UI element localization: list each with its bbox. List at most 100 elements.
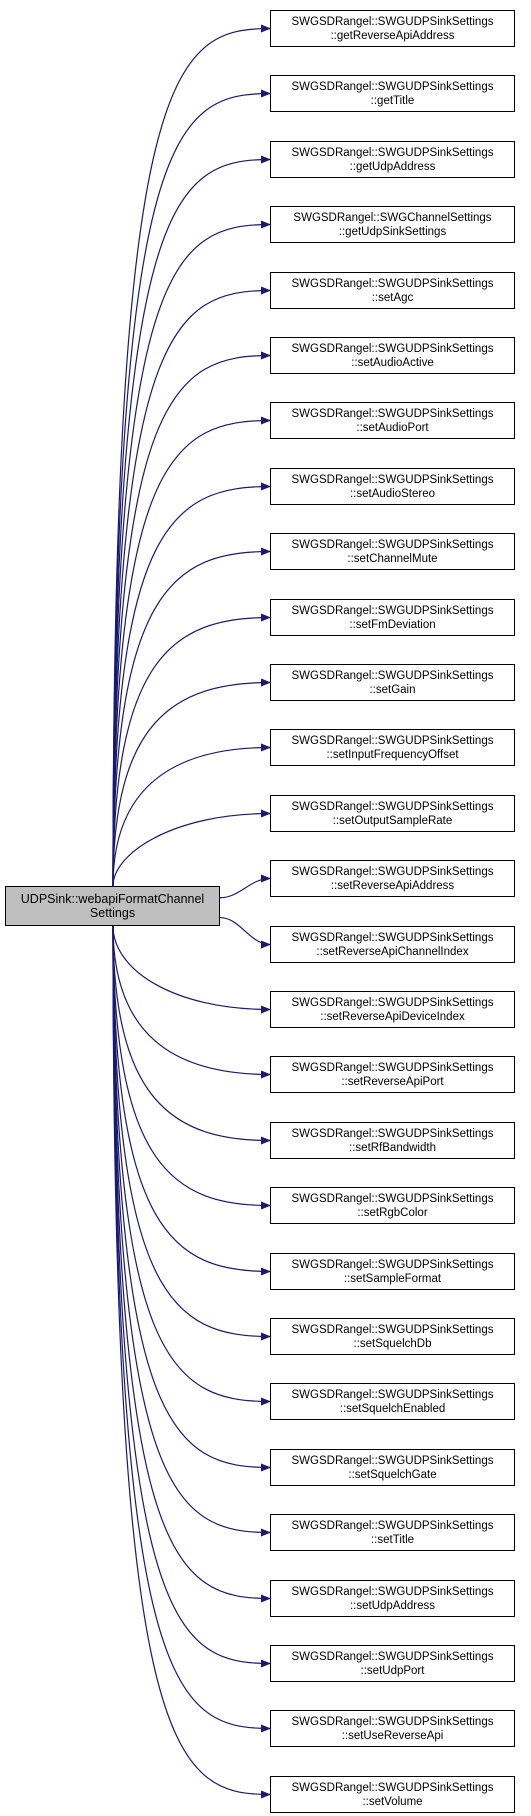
callee-node-label-line1: SWGSDRangel::SWGUDPSinkSettings bbox=[291, 277, 494, 290]
callee-node-label-line1: SWGSDRangel::SWGUDPSinkSettings bbox=[291, 1715, 494, 1728]
callee-node-label-line2: ::setSquelchEnabled bbox=[339, 1402, 446, 1415]
callee-node[interactable]: SWGSDRangel::SWGUDPSinkSettings::setGain bbox=[270, 664, 515, 701]
callee-node-label-line1: SWGSDRangel::SWGUDPSinkSettings bbox=[291, 473, 494, 486]
callee-node[interactable]: SWGSDRangel::SWGUDPSinkSettings::setUdpA… bbox=[270, 1580, 515, 1617]
call-edge bbox=[112, 925, 271, 1210]
call-edge bbox=[219, 874, 271, 899]
callee-node-label-line2: ::setInputFrequencyOffset bbox=[326, 748, 459, 761]
callee-node-label-line2: ::setAudioStereo bbox=[349, 487, 436, 500]
call-edge bbox=[112, 351, 271, 887]
call-edge bbox=[112, 547, 271, 887]
root-node-label-line1: UDPSink::webapiFormatChannel bbox=[20, 892, 205, 906]
call-edge bbox=[112, 925, 271, 1406]
callee-node[interactable]: SWGSDRangel::SWGUDPSinkSettings::setSamp… bbox=[270, 1253, 515, 1290]
callee-node-label-line2: ::setAgc bbox=[371, 291, 414, 304]
callee-node[interactable]: SWGSDRangel::SWGChannelSettings::getUdpS… bbox=[270, 206, 515, 243]
call-edge bbox=[112, 155, 271, 887]
callee-node-label-line1: SWGSDRangel::SWGChannelSettings bbox=[293, 211, 492, 224]
callee-node-label-line2: ::getUdpAddress bbox=[349, 160, 436, 173]
callee-node-label-line2: ::setReverseApiAddress bbox=[330, 879, 455, 892]
callee-node-label-line1: SWGSDRangel::SWGUDPSinkSettings bbox=[291, 669, 494, 682]
callee-node-label-line2: ::setUseReverseApi bbox=[341, 1729, 444, 1742]
callee-node[interactable]: SWGSDRangel::SWGUDPSinkSettings::setOutp… bbox=[270, 795, 515, 832]
callee-node[interactable]: SWGSDRangel::SWGUDPSinkSettings::setFmDe… bbox=[270, 599, 515, 636]
call-edge bbox=[112, 925, 271, 1014]
callee-node[interactable]: SWGSDRangel::SWGUDPSinkSettings::setReve… bbox=[270, 1056, 515, 1093]
callee-node[interactable]: SWGSDRangel::SWGUDPSinkSettings::setRgbC… bbox=[270, 1187, 515, 1224]
callee-node[interactable]: SWGSDRangel::SWGUDPSinkSettings::setInpu… bbox=[270, 729, 515, 766]
callee-node[interactable]: SWGSDRangel::SWGUDPSinkSettings::getReve… bbox=[270, 10, 515, 47]
callee-node[interactable]: SWGSDRangel::SWGUDPSinkSettings::setReve… bbox=[270, 860, 515, 897]
call-edge bbox=[112, 925, 271, 1733]
callee-node-label-line2: ::setRgbColor bbox=[357, 1206, 428, 1219]
call-edge bbox=[112, 678, 271, 887]
callee-node-label-line2: ::setVolume bbox=[362, 1795, 423, 1808]
call-edge bbox=[112, 613, 271, 887]
callee-node-label-line1: SWGSDRangel::SWGUDPSinkSettings bbox=[291, 1258, 494, 1271]
call-edge bbox=[112, 925, 271, 1537]
call-edge bbox=[112, 925, 271, 1341]
call-edge bbox=[112, 286, 271, 887]
callee-node-label-line2: ::setRfBandwidth bbox=[349, 1141, 436, 1154]
callee-node-label-line1: SWGSDRangel::SWGUDPSinkSettings bbox=[291, 800, 494, 813]
callee-node-label-line1: SWGSDRangel::SWGUDPSinkSettings bbox=[291, 15, 494, 28]
callee-node[interactable]: SWGSDRangel::SWGUDPSinkSettings::setSque… bbox=[270, 1318, 515, 1355]
callee-node-label-line1: SWGSDRangel::SWGUDPSinkSettings bbox=[291, 342, 494, 355]
call-edge bbox=[112, 925, 271, 1603]
call-edge bbox=[112, 743, 271, 887]
callee-node[interactable]: SWGSDRangel::SWGUDPSinkSettings::setSque… bbox=[270, 1383, 515, 1420]
call-edge bbox=[112, 925, 271, 1668]
callee-node[interactable]: SWGSDRangel::SWGUDPSinkSettings::setVolu… bbox=[270, 1776, 515, 1813]
callee-node[interactable]: SWGSDRangel::SWGUDPSinkSettings::setReve… bbox=[270, 991, 515, 1028]
callee-node-label-line1: SWGSDRangel::SWGUDPSinkSettings bbox=[291, 1127, 494, 1140]
call-edge bbox=[112, 416, 271, 887]
call-edge bbox=[112, 809, 271, 887]
callee-node[interactable]: SWGSDRangel::SWGUDPSinkSettings::setRfBa… bbox=[270, 1122, 515, 1159]
callee-node-label-line1: SWGSDRangel::SWGUDPSinkSettings bbox=[291, 407, 494, 420]
callee-node-label-line2: ::setUdpPort bbox=[360, 1664, 425, 1677]
callee-node[interactable]: SWGSDRangel::SWGUDPSinkSettings::getTitl… bbox=[270, 75, 515, 112]
callee-node[interactable]: SWGSDRangel::SWGUDPSinkSettings::setSque… bbox=[270, 1449, 515, 1486]
callee-node[interactable]: SWGSDRangel::SWGUDPSinkSettings::setAudi… bbox=[270, 337, 515, 374]
callee-node[interactable]: SWGSDRangel::SWGUDPSinkSettings::getUdpA… bbox=[270, 141, 515, 178]
callee-node-label-line2: ::getReverseApiAddress bbox=[330, 29, 455, 42]
callee-node[interactable]: SWGSDRangel::SWGUDPSinkSettings::setReve… bbox=[270, 926, 515, 963]
callee-node-label-line1: SWGSDRangel::SWGUDPSinkSettings bbox=[291, 1454, 494, 1467]
callee-node-label-line2: ::setFmDeviation bbox=[349, 618, 436, 631]
root-node-udpsink-webapiformatchannelsettings[interactable]: UDPSink::webapiFormatChannel Settings bbox=[5, 886, 220, 926]
callee-node[interactable]: SWGSDRangel::SWGUDPSinkSettings::setChan… bbox=[270, 533, 515, 570]
callee-node-label-line2: ::setGain bbox=[369, 683, 416, 696]
callee-node-label-line1: SWGSDRangel::SWGUDPSinkSettings bbox=[291, 1781, 494, 1794]
callee-node-label-line2: ::setSampleFormat bbox=[343, 1272, 442, 1285]
callee-node[interactable]: SWGSDRangel::SWGUDPSinkSettings::setUseR… bbox=[270, 1710, 515, 1747]
callee-node-label-line2: ::setSquelchGate bbox=[348, 1468, 437, 1481]
callee-node-label-line2: ::setChannelMute bbox=[347, 552, 438, 565]
callee-node-label-line2: ::setAudioPort bbox=[356, 421, 429, 434]
callee-node-label-line1: SWGSDRangel::SWGUDPSinkSettings bbox=[291, 1323, 494, 1336]
callee-node[interactable]: SWGSDRangel::SWGUDPSinkSettings::setAudi… bbox=[270, 468, 515, 505]
call-edge bbox=[112, 220, 271, 887]
callee-node-label-line1: SWGSDRangel::SWGUDPSinkSettings bbox=[291, 734, 494, 747]
callee-node-label-line1: SWGSDRangel::SWGUDPSinkSettings bbox=[291, 80, 494, 93]
call-edge bbox=[112, 925, 271, 1276]
callee-node[interactable]: SWGSDRangel::SWGUDPSinkSettings::setUdpP… bbox=[270, 1645, 515, 1682]
call-edge bbox=[112, 89, 271, 887]
call-edge bbox=[112, 925, 271, 1799]
callee-node-label-line2: ::setReverseApiDeviceIndex bbox=[320, 1010, 465, 1023]
callee-node-label-line1: SWGSDRangel::SWGUDPSinkSettings bbox=[291, 996, 494, 1009]
callee-node[interactable]: SWGSDRangel::SWGUDPSinkSettings::setAgc bbox=[270, 272, 515, 309]
callee-node-label-line1: SWGSDRangel::SWGUDPSinkSettings bbox=[291, 1388, 494, 1401]
callee-node-label-line2: ::getTitle bbox=[370, 94, 415, 107]
callee-node-label-line2: ::setAudioActive bbox=[351, 356, 434, 369]
call-edge bbox=[112, 925, 271, 1145]
call-edge bbox=[112, 24, 271, 887]
callee-node-label-line1: SWGSDRangel::SWGUDPSinkSettings bbox=[291, 604, 494, 617]
callee-node[interactable]: SWGSDRangel::SWGUDPSinkSettings::setTitl… bbox=[270, 1514, 515, 1551]
callee-node-label-line2: ::setTitle bbox=[370, 1533, 415, 1546]
callee-node-label-line2: ::getUdpSinkSettings bbox=[338, 225, 447, 238]
callee-node-label-line1: SWGSDRangel::SWGUDPSinkSettings bbox=[291, 1061, 494, 1074]
callee-node-label-line2: ::setReverseApiChannelIndex bbox=[316, 945, 469, 958]
callee-node[interactable]: SWGSDRangel::SWGUDPSinkSettings::setAudi… bbox=[270, 402, 515, 439]
callee-node-label-line1: SWGSDRangel::SWGUDPSinkSettings bbox=[291, 865, 494, 878]
